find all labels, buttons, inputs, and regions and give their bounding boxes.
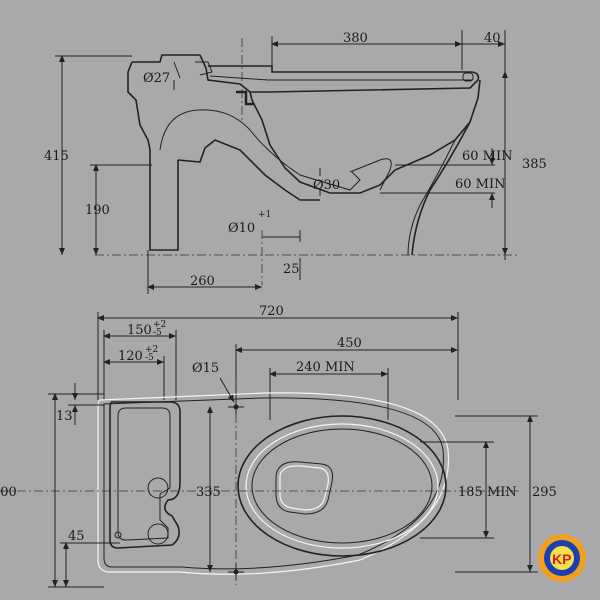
dim-380-label: 380	[343, 31, 368, 46]
seat-oval	[237, 415, 447, 557]
badge-text: KP	[552, 551, 571, 567]
tank-outline	[109, 401, 181, 549]
water-area	[275, 461, 333, 515]
dim-120-tol-down: -5	[145, 353, 154, 363]
pedestal-back	[149, 150, 179, 251]
back-profile	[127, 61, 151, 151]
plan-view: 720 150 +2 -5 120 +2 -5 450 Ø15 240 MIN …	[0, 304, 557, 588]
dim-120-label: 120	[118, 349, 143, 364]
kp-logo-badge: KP	[538, 534, 586, 582]
dim-150-tol-up: +2	[153, 320, 166, 330]
outlet-hole	[147, 523, 169, 545]
plan-outline	[103, 397, 444, 570]
dim-415-label: 415	[44, 149, 69, 164]
dim-27-label: Ø27	[143, 71, 170, 86]
dim-335-label: 335	[196, 485, 221, 500]
dim-15-label: Ø15	[192, 361, 219, 376]
side-view: 380 40 Ø27 415 385 60 MIN 60 MIN Ø30 190…	[44, 30, 547, 294]
dim-385-label: 385	[522, 157, 547, 172]
trap-inner	[159, 109, 361, 191]
front-profile-inner	[407, 139, 456, 256]
dim-720-label: 720	[259, 304, 284, 319]
dim-120-tol-up: +2	[145, 345, 158, 355]
dim-30-label: Ø30	[313, 178, 340, 193]
dim-10-label: Ø10	[228, 221, 255, 236]
inlet-detail	[195, 61, 213, 76]
hinge-outline	[462, 72, 474, 82]
dim-185-label: 185 MIN	[458, 485, 517, 500]
dim-45-label: 45	[68, 529, 85, 544]
flush-pipe	[236, 90, 254, 106]
fixing-hole-top	[228, 399, 244, 415]
outlet-hole	[147, 477, 169, 499]
fixing-hole-bottom	[228, 564, 244, 580]
dim-60a-label: 60 MIN	[462, 149, 513, 164]
bowl-rim	[251, 428, 433, 544]
dim-260-label: 260	[190, 274, 215, 289]
front-profile	[411, 121, 471, 256]
water-area-inner	[279, 465, 329, 511]
seat-oval-inner	[245, 423, 439, 549]
plan-outer-outline	[97, 392, 450, 575]
seat-inner-line	[209, 75, 472, 81]
dim-240-label: 240 MIN	[296, 360, 355, 375]
dim-450-label: 450	[337, 336, 362, 351]
tank-inner	[117, 407, 171, 541]
leader	[173, 61, 181, 79]
outlet-detail	[349, 158, 392, 191]
dim-40-label: 40	[484, 31, 501, 46]
dim-400-label: 400	[0, 485, 17, 500]
dim-190-label: 190	[85, 203, 110, 218]
dim-60b-label: 60 MIN	[455, 177, 506, 192]
dim-13-label: 13	[56, 409, 73, 424]
dim-150-label: 150	[127, 323, 152, 338]
dim-295-label: 295	[532, 485, 557, 500]
trap-outline	[177, 139, 320, 201]
leader-15	[219, 377, 235, 403]
dim-10-tolerance: +1	[258, 210, 271, 220]
dim-25-label: 25	[283, 262, 300, 277]
dim-150-tol-down: -5	[153, 328, 162, 338]
seat-outline	[208, 65, 480, 93]
bowl-outer-profile	[132, 54, 481, 194]
small-hole	[114, 531, 122, 539]
